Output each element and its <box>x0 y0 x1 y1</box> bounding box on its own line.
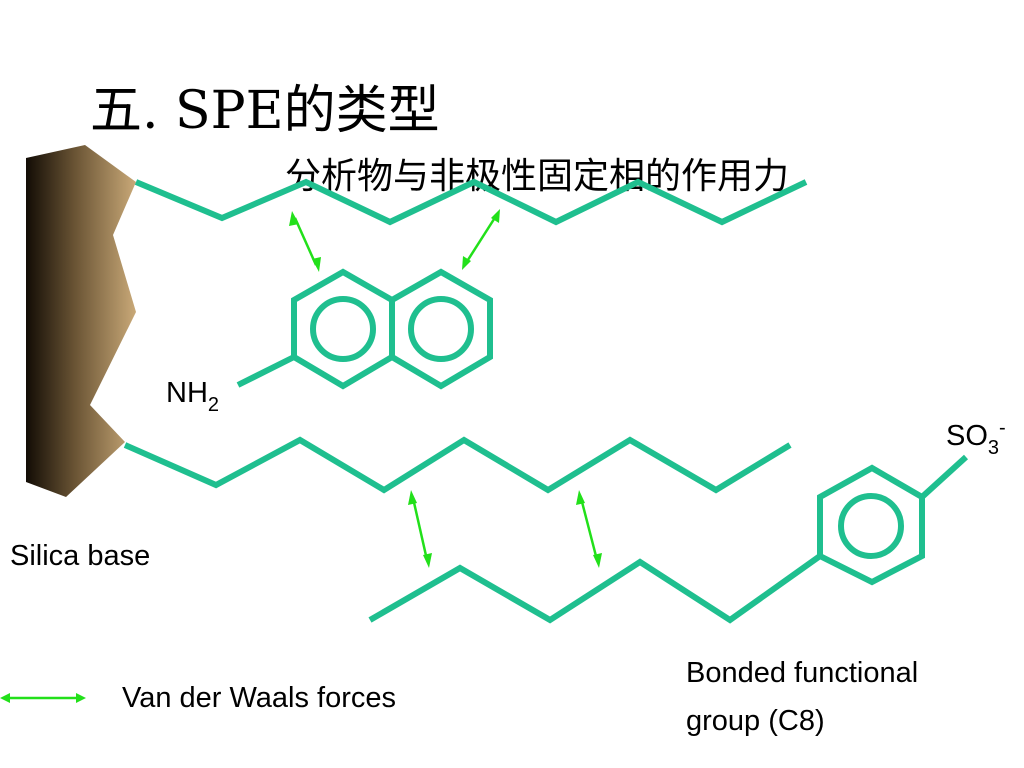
naphthalene-left-ring <box>291 268 395 390</box>
sulfonate-bond <box>919 454 969 500</box>
naphthylamine-molecule <box>236 268 493 390</box>
legend-arrow <box>0 693 86 703</box>
vdw-arrow-3 <box>408 490 432 568</box>
sulfonate-alkyl-chain <box>368 553 822 624</box>
upper-alkyl-chain <box>134 178 808 226</box>
amine-bond <box>236 354 296 388</box>
benzene-aromatic-circle <box>838 493 904 559</box>
alkylbenzene-sulfonate-molecule <box>368 454 969 624</box>
amine-label: NH2 <box>166 377 219 416</box>
vdw-arrow-2 <box>462 209 500 270</box>
silica-base-label: Silica base <box>10 540 150 572</box>
silica-base <box>26 145 136 497</box>
lower-alkyl-chain <box>123 436 792 494</box>
benzene-ring <box>817 464 925 586</box>
bonded-group-label-line1: Bonded functional <box>686 657 918 689</box>
aromatic-circle-right <box>408 296 474 362</box>
aromatic-circle-left <box>310 296 376 362</box>
vdw-arrow-1 <box>289 211 321 272</box>
sulfonate-label: SO3- <box>946 417 1006 459</box>
page-title: 五. SPE的类型 <box>90 81 440 141</box>
naphthalene-right-ring <box>389 268 493 390</box>
page-subtitle: 分析物与非极性固定相的作用力 <box>285 156 789 197</box>
vdw-arrow-4 <box>576 490 602 568</box>
legend-label: Van der Waals forces <box>122 682 396 714</box>
bonded-group-label-line2: group (C8) <box>686 705 825 737</box>
vdw-arrows <box>0 209 602 703</box>
